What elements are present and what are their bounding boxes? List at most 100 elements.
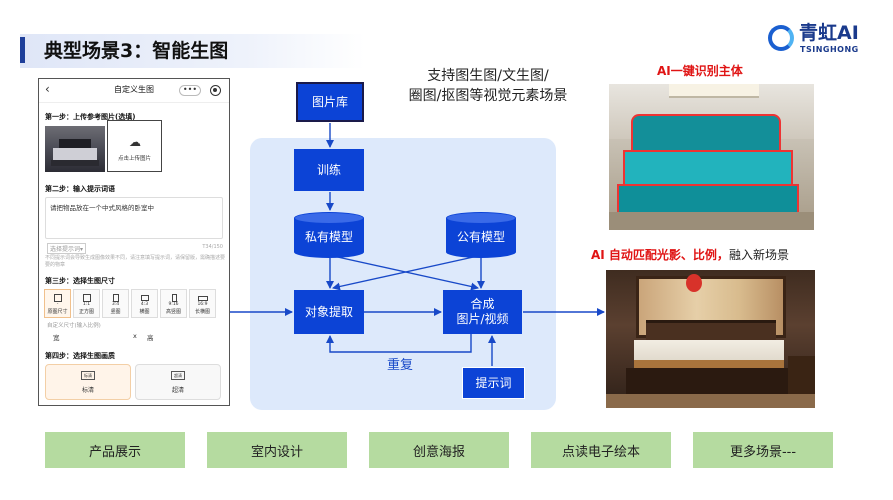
custom-size-label: 自定义尺寸(输入比例) — [47, 323, 101, 329]
photo-frame — [626, 368, 792, 394]
tag-creative-poster[interactable]: 创意海报 — [369, 432, 509, 468]
thumb-headboard — [59, 139, 91, 149]
title-accent-bar — [20, 37, 25, 63]
phone-header: ‹ 自定义生图 ••• — [39, 79, 229, 103]
ratio-shape-icon — [113, 294, 119, 302]
ratio-option-landscape[interactable]: 4:3 横图 — [131, 289, 158, 318]
ratio-option-portrait[interactable]: 3:4 竖图 — [102, 289, 129, 318]
ratio-option-wide[interactable]: 16:9 长横图 — [189, 289, 216, 318]
ratio-label: 横图 — [139, 309, 150, 315]
support-text: 支持图生图/文生图/ 圈图/抠图等视觉元素场景 — [408, 68, 568, 104]
tag-picture-book[interactable]: 点读电子绘本 — [531, 432, 671, 468]
prompt-hint: 不同提示词会导致生成图像效果不同，请注意填写提示词，请保留版，需确描述要要的物章 — [45, 255, 226, 268]
caption-auto-match-red: AI 自动匹配光影、比例， — [591, 248, 729, 262]
thumb-footboard — [51, 160, 99, 166]
photo-lamp — [669, 84, 759, 98]
logo-ring-icon — [768, 25, 794, 51]
prompt-input[interactable]: 请把物品放在一个中式风格的卧室中 — [45, 197, 223, 239]
photo-floor — [609, 212, 814, 230]
thumb-bed — [53, 148, 97, 162]
ratio-value: 3:4 — [111, 302, 120, 307]
ratio-options: - 原图尺寸 1:1 正方图 3:4 竖图 4:3 横图 9:16 高竖图 16… — [44, 289, 216, 318]
quality-badge: 超清 — [171, 371, 185, 380]
more-menu-icon[interactable]: ••• — [179, 85, 201, 96]
tag-interior-design[interactable]: 室内设计 — [207, 432, 347, 468]
photo-runner — [634, 360, 784, 368]
ratio-label: 高竖图 — [165, 309, 181, 315]
public-model-node: 公有模型 — [446, 212, 516, 258]
logo-subtext: TSINGHONG — [800, 45, 859, 54]
photo-lantern — [686, 274, 702, 292]
page-title: 典型场景3：智能生图 — [44, 40, 229, 62]
upload-label: 点击上传图片 — [117, 156, 151, 162]
custom-size-inputs: 宽 x 高 — [45, 330, 225, 343]
ratio-shape-icon — [83, 294, 91, 302]
photo-headboard — [631, 114, 781, 154]
compose-node: 合成 图片/视频 — [443, 290, 522, 334]
photo-floor — [606, 394, 815, 408]
ratio-value: 4:3 — [140, 302, 149, 307]
object-extract-node: 对象提取 — [294, 290, 364, 334]
cylinder-top — [294, 212, 364, 224]
segmented-bed-image — [609, 84, 814, 230]
upload-image-button[interactable]: ☁ 点击上传图片 — [107, 120, 162, 172]
ratio-value: 16:9 — [197, 302, 208, 307]
ratio-label: 长横图 — [194, 309, 210, 315]
ratio-label: 正方图 — [78, 309, 94, 315]
tag-more-scenarios[interactable]: 更多场景--- — [693, 432, 833, 468]
ratio-value: 1:1 — [82, 302, 91, 307]
quality-options: 标清 标清 超清 超清 — [45, 364, 221, 400]
photo-mattress — [623, 150, 793, 186]
step3-label: 第三步：选择生图尺寸 — [45, 277, 115, 285]
ratio-option-square[interactable]: 1:1 正方图 — [73, 289, 100, 318]
composited-bedroom-image — [606, 270, 815, 408]
logo: 青虹AI TSINGHONG — [768, 22, 868, 56]
photo-nightstand — [788, 356, 815, 396]
quality-standard-button[interactable]: 标清 标清 — [45, 364, 131, 400]
caption-auto-match-black: 融入新场景 — [728, 248, 789, 262]
quality-label: 超清 — [171, 387, 184, 394]
char-count: T34/150 — [202, 244, 223, 250]
photo-frame — [617, 184, 799, 214]
private-model-label: 私有模型 — [304, 230, 353, 244]
prompt-node: 提示词 — [462, 367, 525, 399]
scenario-tags: 产品展示 室内设计 创意海报 点读电子绘本 更多场景--- — [45, 432, 833, 468]
train-node: 训练 — [294, 149, 364, 191]
step4-label: 第四步：选择生图画质 — [45, 352, 115, 360]
record-icon[interactable] — [210, 85, 221, 96]
cylinder-top — [446, 212, 516, 224]
tag-product-display[interactable]: 产品展示 — [45, 432, 185, 468]
width-input[interactable]: 宽 — [53, 334, 60, 342]
ratio-shape-icon — [141, 295, 149, 301]
cloud-upload-icon: ☁ — [129, 135, 141, 149]
quality-label: 标清 — [81, 387, 94, 394]
quality-badge: 标清 — [81, 371, 95, 380]
caption-identify: AI一键识别主体 — [657, 64, 743, 78]
step2-label: 第二步：输入提示词语 — [45, 185, 115, 193]
public-model-label: 公有模型 — [456, 230, 505, 244]
ratio-shape-icon — [54, 294, 62, 302]
prompt-tips-select[interactable]: 选择提示词▾ — [47, 243, 87, 254]
phone-mockup: ‹ 自定义生图 ••• 第一步：上传参考图片(选填) ☁ 点击上传图片 第二步：… — [38, 78, 230, 406]
image-library-node: 图片库 — [296, 82, 364, 122]
ratio-label: 竖图 — [110, 309, 121, 315]
height-input[interactable]: 高 — [147, 334, 154, 342]
title-bar-bg — [20, 34, 365, 68]
ratio-option-original[interactable]: - 原图尺寸 — [44, 289, 71, 318]
ratio-shape-icon — [198, 296, 208, 301]
ratio-value: - — [56, 302, 59, 307]
phone-title: 自定义生图 — [114, 85, 154, 94]
step1-label: 第一步：上传参考图片(选填) — [45, 113, 136, 121]
ratio-value: 9:16 — [168, 302, 179, 307]
caption-auto-match: AI 自动匹配光影、比例，融入新场景 — [591, 246, 789, 263]
quality-ultra-button[interactable]: 超清 超清 — [135, 364, 221, 400]
ratio-shape-icon — [172, 294, 177, 302]
back-icon[interactable]: ‹ — [45, 82, 50, 96]
private-model-node: 私有模型 — [294, 212, 364, 258]
photo-headboard — [646, 320, 776, 342]
ratio-option-tall[interactable]: 9:16 高竖图 — [160, 289, 187, 318]
logo-text: 青虹AI — [799, 22, 859, 44]
size-separator: x — [133, 332, 137, 340]
ratio-label: 原图尺寸 — [47, 309, 68, 315]
reference-image[interactable] — [45, 126, 105, 172]
